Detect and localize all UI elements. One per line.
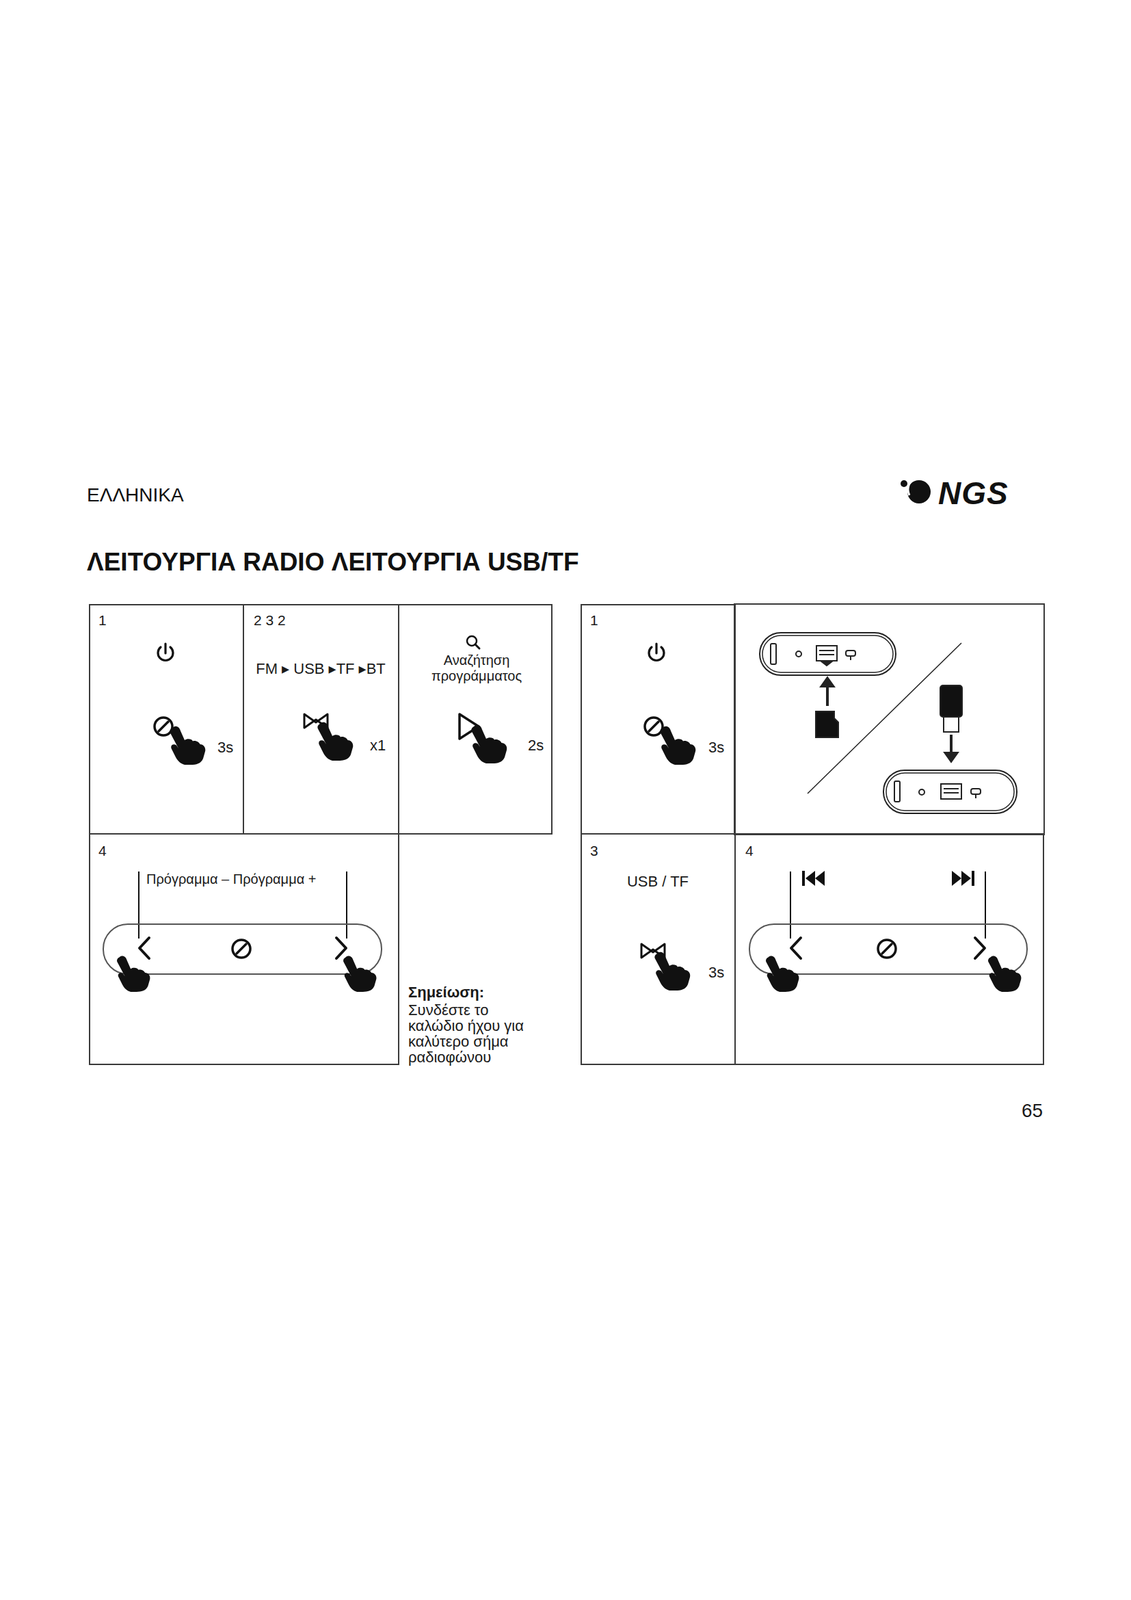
step-cell: 1 3s [88,603,245,835]
step-number: 4 [745,842,754,859]
step-cell: Αναζήτηση προγράμματος 2s [397,603,553,835]
step-cell: 3USB / TF 3s [580,832,736,1065]
duration-label: 3s [708,738,725,756]
page-number: 65 [1021,1099,1043,1122]
page-title: ΛΕΙΤΟΥΡΓΙΑ RADIO ΛΕΙΤΟΥΡΓΙΑ USB/TF [86,547,580,578]
step-number: 1 [590,611,599,629]
step-number: 4 [98,842,107,859]
control-panel [103,871,382,992]
step-number: 1 [98,611,107,629]
duration-label: 2s [527,736,544,754]
device-drawing [759,632,1017,814]
mode-label: USB / TF [627,872,689,890]
search-icon [467,635,480,649]
brand-name: NGS [938,475,1009,512]
step-cell: 2 3 2 FM ▸ USB ▸TF ▸BT x1 [242,603,400,835]
duration-label: 3s [217,738,234,756]
search-label: Αναζήτηση προγράμματος [421,652,532,684]
language-label: ΕΛΛΗΝΙΚΑ [86,484,184,507]
program-label: Πρόγραμμα – Πρόγραμμα + [146,871,316,887]
press-count: x1 [369,736,386,754]
mode-sequence: FM ▸ USB ▸TF ▸BT [255,659,386,677]
step-cell: 1 3s [580,603,736,835]
illustration-cell [734,603,1045,835]
step-cell: 4 [734,832,1045,1065]
note-text: Συνδέστε το καλώδιο ήχου για καλύτερο σή… [408,1001,539,1065]
brand-logo [900,478,931,504]
step-number: 2 3 2 [253,611,286,629]
note-heading: Σημείωση: [408,983,485,1001]
step-cell: 4Πρόγραμμα – Πρόγραμμα + [88,832,400,1065]
control-panel [749,870,1028,992]
duration-label: 3s [708,963,725,981]
step-number: 3 [590,842,599,859]
